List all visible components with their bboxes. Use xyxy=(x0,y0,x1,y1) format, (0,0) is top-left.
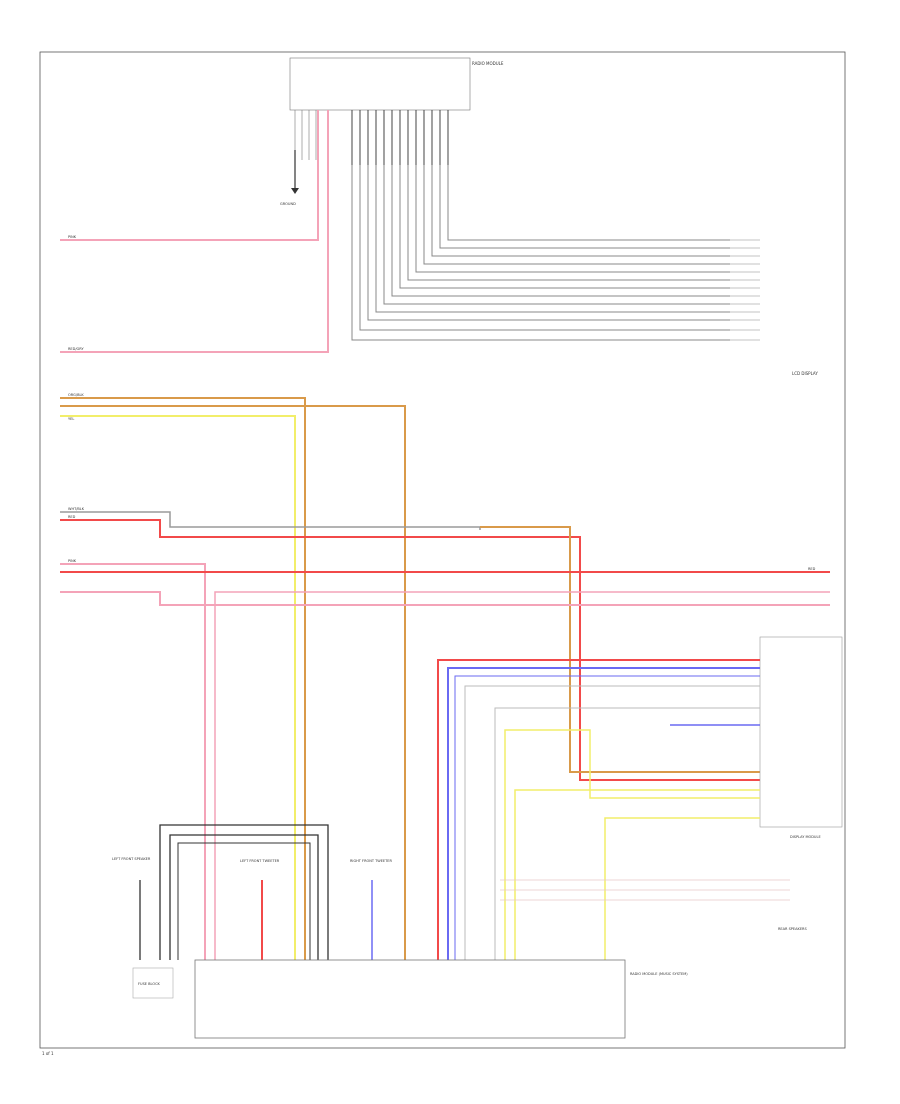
pink-bus-d xyxy=(214,591,830,960)
radio-module-bottom-label: RADIO MODULE (MUSIC SYSTEM) xyxy=(630,972,688,976)
yellow-wire-dm-c xyxy=(604,817,760,960)
wire-label-pink: PINK xyxy=(68,235,77,239)
red-wire-mid xyxy=(60,519,760,781)
wire-label-red-2: RED xyxy=(808,567,816,571)
yellow-wire-a xyxy=(60,415,296,960)
wire-label-red: RED xyxy=(68,515,76,519)
radio-top-connector xyxy=(289,57,471,111)
lf-tweeter-label: LEFT FRONT TWEETER xyxy=(240,859,280,863)
lf-speaker-label: LEFT FRONT SPEAKER xyxy=(112,857,151,861)
red-gry-wire-1 xyxy=(60,110,329,353)
red-wire-dm xyxy=(437,659,760,960)
fuse-box xyxy=(132,967,174,999)
rear-speakers-label: REAR SPEAKERS xyxy=(778,927,807,931)
gray-bus xyxy=(351,110,730,341)
blue-wire-dm-b xyxy=(454,675,760,960)
wire-label-pink-2: PINK xyxy=(68,559,77,563)
dark-bus-b xyxy=(169,834,319,960)
display-module-label: DISPLAY MODULE xyxy=(790,835,821,839)
display-module-box xyxy=(759,636,843,828)
pink-bus-a xyxy=(60,563,206,960)
pink-wire-1 xyxy=(60,110,319,241)
gray-wire-dm xyxy=(464,685,760,960)
pink-bus-c xyxy=(60,591,830,606)
gray-bus-dark xyxy=(351,110,449,165)
orange-wire-mid xyxy=(480,526,760,773)
wire-label-org-blk: ORG/BLK xyxy=(68,393,84,397)
radio-module-bottom-box xyxy=(194,959,626,1039)
fuse-label: FUSE BLOCK xyxy=(138,982,161,986)
wire-label-yel: YEL xyxy=(68,417,74,421)
yellow-wire-dm-a xyxy=(514,789,760,960)
wire-label-wht-blk: WHT/BLK xyxy=(68,507,85,511)
diagram-frame xyxy=(39,51,846,1049)
top-ground-icon xyxy=(291,188,299,194)
footer-page-number: 1 of 1 xyxy=(42,1051,54,1056)
radio-top-label: RADIO MODULE xyxy=(472,61,504,66)
orange-wire-b xyxy=(60,405,406,960)
wire-label-red-gry: RED/GRY xyxy=(68,347,84,351)
yellow-wire-dm-b xyxy=(504,729,760,960)
rear-speaker-lines xyxy=(500,879,790,901)
rf-tweeter-label: RIGHT FRONT TWEETER xyxy=(350,859,392,863)
dark-bus-a xyxy=(159,824,329,960)
orange-wire-a xyxy=(60,397,306,960)
lcd-display-label: LCD DISPLAY xyxy=(792,371,818,376)
dark-bus-c xyxy=(177,842,311,960)
lcd-display-pins xyxy=(730,239,760,341)
gray-wire-dm-b xyxy=(494,707,760,960)
blue-wire-dm-a xyxy=(447,667,760,960)
top-ground-label: GROUND xyxy=(280,202,296,206)
top-connector-pins xyxy=(294,110,317,160)
